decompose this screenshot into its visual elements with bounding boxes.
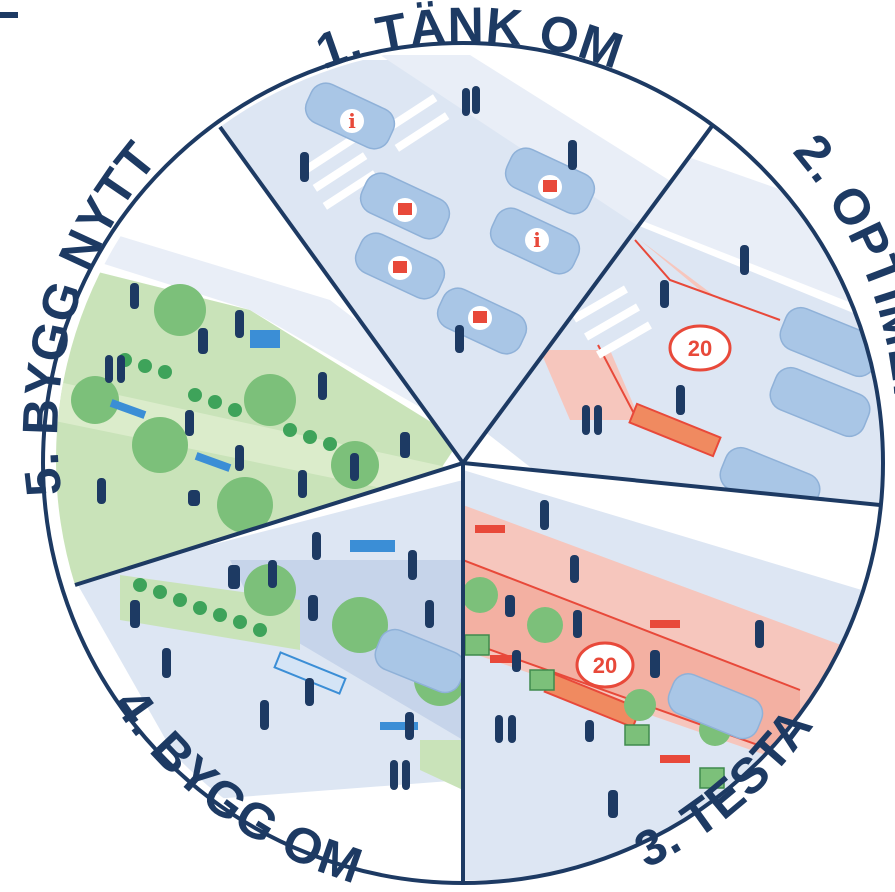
person — [117, 355, 125, 383]
green-ground — [55, 260, 460, 585]
planters — [464, 634, 725, 789]
divider — [462, 461, 881, 507]
info-sign: i — [533, 228, 541, 252]
person — [105, 355, 113, 383]
info-signs: i i — [340, 109, 562, 330]
person — [300, 152, 309, 182]
blue-furniture — [350, 540, 418, 730]
speed-sign-value: 20 — [688, 336, 712, 361]
person — [400, 432, 410, 458]
parked-cars — [719, 306, 883, 505]
divider — [461, 124, 714, 465]
person — [402, 760, 410, 790]
red-benches — [475, 525, 690, 763]
crosswalk — [572, 285, 652, 359]
red-zone — [540, 350, 640, 420]
pedestrians — [495, 500, 764, 818]
person — [568, 140, 577, 170]
divider — [74, 461, 464, 587]
corner-mark — [0, 12, 18, 18]
person — [585, 720, 594, 742]
diagram-outline — [41, 41, 885, 885]
trees — [244, 564, 463, 706]
person — [97, 478, 106, 504]
tree — [71, 376, 119, 424]
person — [185, 410, 194, 436]
blue-furniture — [109, 330, 280, 472]
speed-sign: 20 — [575, 641, 635, 689]
person — [573, 610, 582, 638]
car — [667, 673, 764, 740]
pedestrians — [582, 245, 749, 435]
person — [472, 86, 480, 114]
person — [130, 600, 140, 628]
speed-sign-value: 20 — [593, 653, 617, 678]
speed-sign: 20 — [668, 324, 732, 372]
person — [408, 550, 417, 580]
person — [188, 490, 200, 506]
tree — [154, 284, 206, 336]
person — [162, 648, 171, 678]
person — [425, 600, 434, 628]
person — [650, 650, 660, 678]
person — [198, 328, 208, 354]
car — [769, 366, 871, 438]
tree — [244, 564, 296, 616]
person — [268, 560, 277, 588]
person — [235, 445, 244, 471]
sidewalk — [640, 140, 883, 320]
person — [130, 283, 139, 309]
person — [228, 565, 240, 589]
plants — [133, 578, 267, 637]
person — [390, 760, 398, 790]
person — [755, 620, 764, 648]
tree — [217, 477, 273, 533]
person — [660, 280, 669, 308]
person — [298, 470, 307, 498]
info-sign: i — [348, 109, 356, 133]
person — [308, 595, 318, 621]
person — [405, 712, 414, 740]
plants — [118, 353, 337, 451]
pedestrians — [300, 86, 577, 353]
person — [350, 453, 359, 481]
person — [740, 245, 749, 275]
green-strip — [420, 740, 463, 790]
tree — [624, 689, 656, 721]
person — [505, 595, 515, 617]
person — [540, 500, 549, 530]
pedestrians — [97, 283, 410, 506]
person — [495, 715, 503, 743]
person — [512, 650, 521, 672]
person — [570, 555, 579, 583]
segment-testa: 20 — [463, 463, 880, 883]
tree — [463, 577, 498, 613]
tree — [332, 597, 388, 653]
trees — [463, 577, 731, 746]
person — [582, 405, 590, 435]
person — [462, 88, 470, 116]
person — [312, 532, 321, 560]
person — [260, 700, 269, 730]
red-edge — [463, 559, 801, 691]
person — [235, 310, 244, 338]
tree — [132, 417, 188, 473]
person — [608, 790, 618, 818]
wooden-bench — [628, 402, 722, 458]
person — [455, 325, 464, 353]
pedestrians — [130, 532, 434, 790]
red-edge — [634, 239, 781, 321]
divider — [218, 125, 465, 465]
person — [594, 405, 602, 435]
person — [305, 678, 314, 706]
person — [676, 385, 685, 415]
crosswalk — [302, 94, 450, 210]
sidewalk — [60, 230, 460, 430]
tree — [527, 607, 563, 643]
tree — [244, 374, 296, 426]
person — [318, 372, 327, 400]
person — [508, 715, 516, 743]
